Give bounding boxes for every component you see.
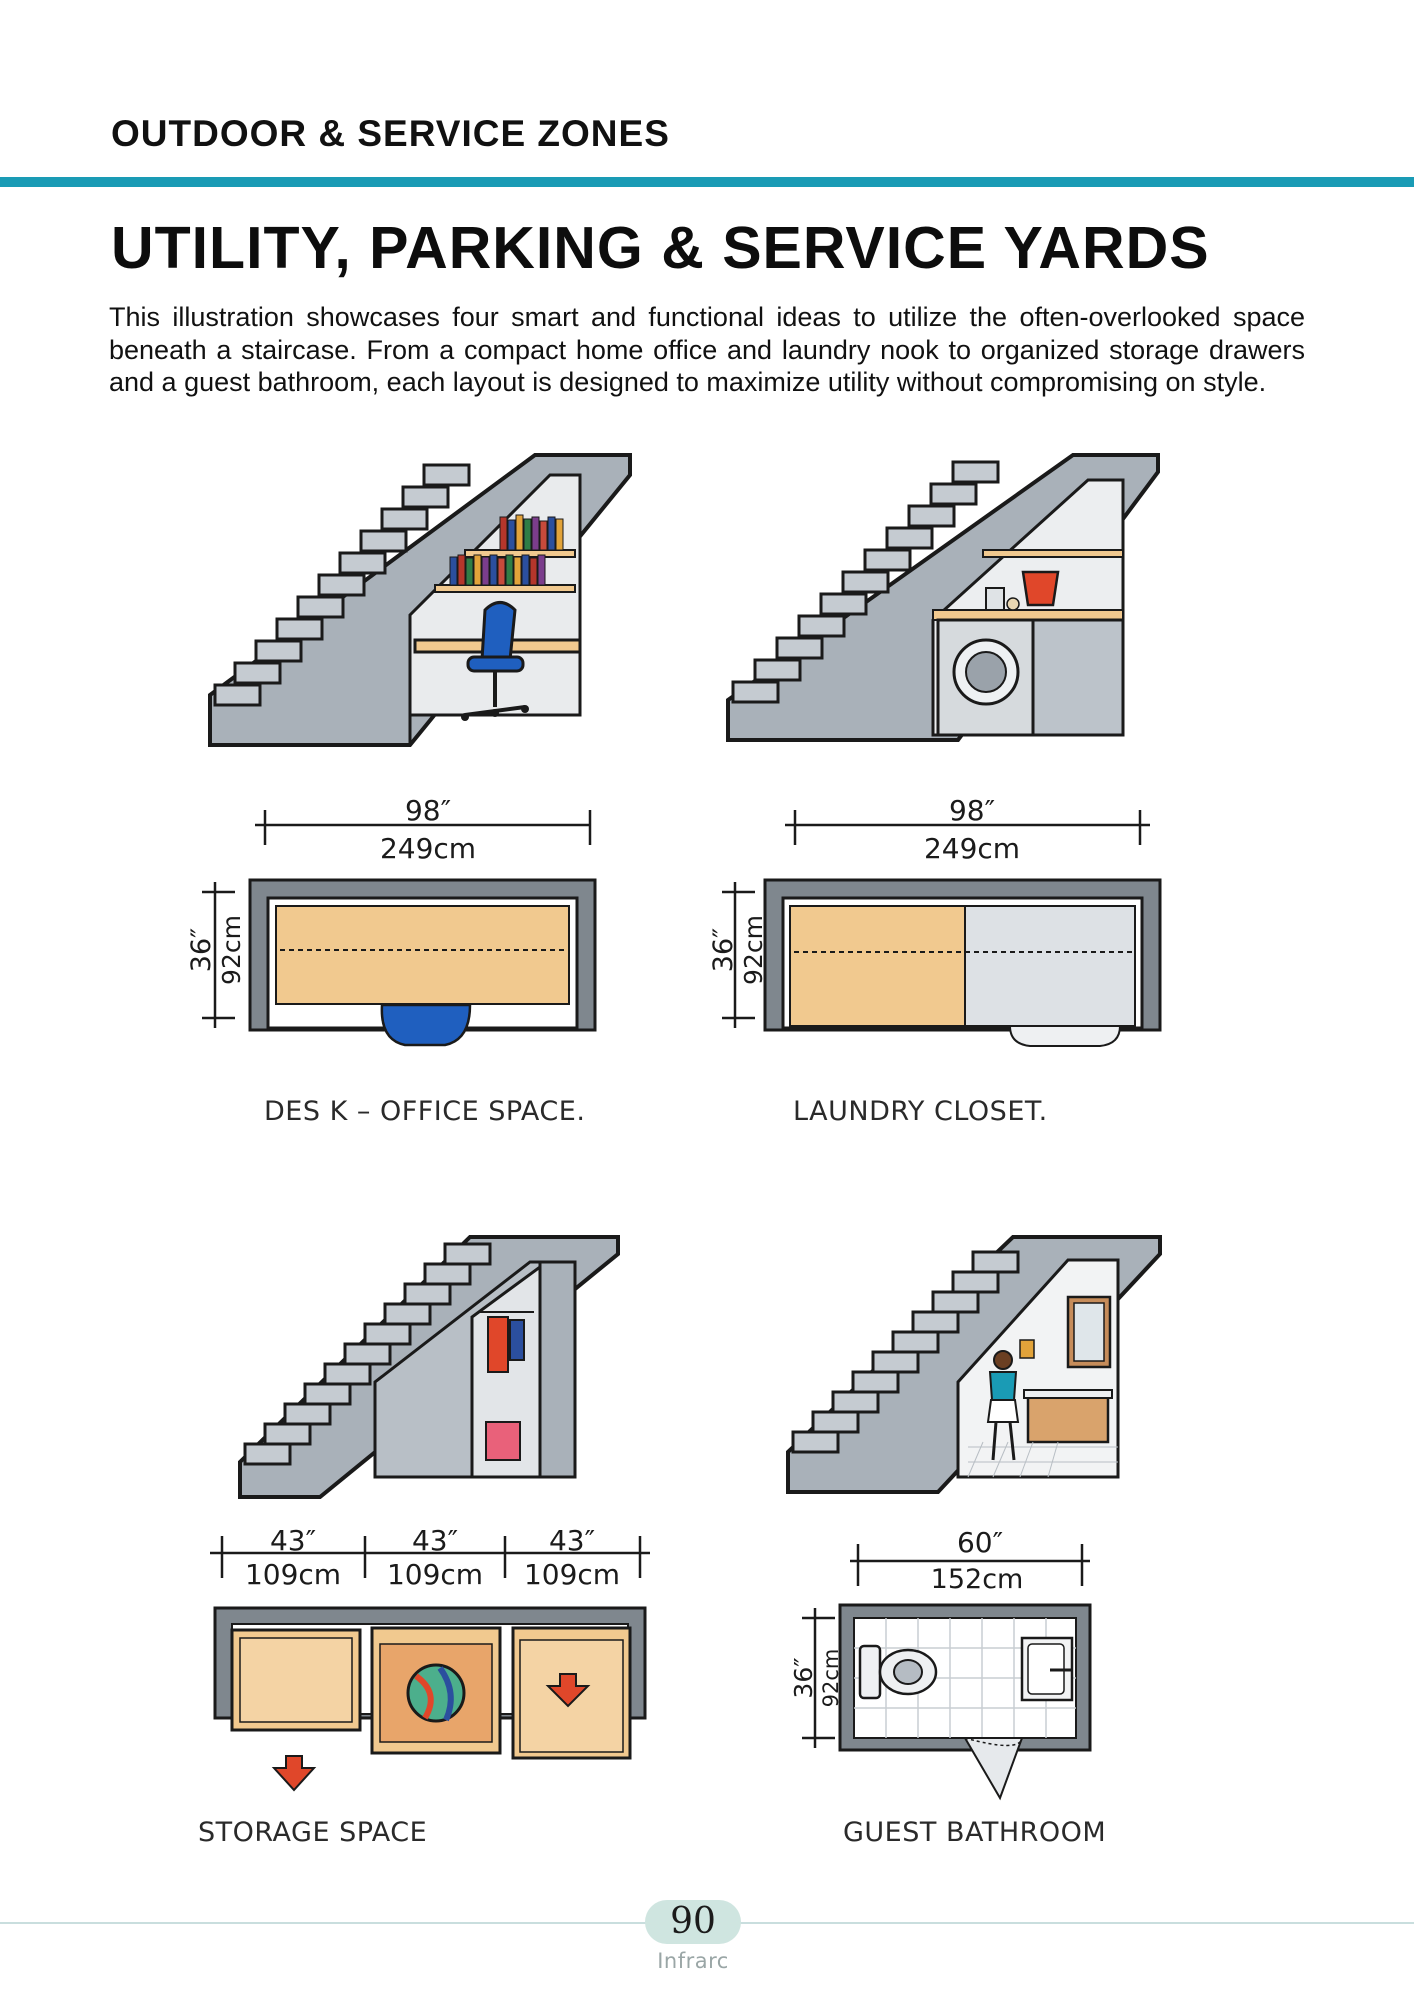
- bathroom-depth-inches: 36″: [789, 1657, 818, 1698]
- laundry-depth-inches: 36″: [708, 928, 739, 972]
- laundry-caption: LAUNDRY CLOSET.: [793, 1096, 1048, 1127]
- laundry-depth-cm: 92cm: [739, 915, 768, 985]
- office-caption: DES K – OFFICE SPACE.: [264, 1096, 586, 1127]
- storage-bay-1-inches: 43″: [270, 1524, 316, 1557]
- laundry-width-inches: 98″: [949, 794, 995, 827]
- storage-staircase-illustration: [238, 1232, 620, 1512]
- section-header: OUTDOOR & SERVICE ZONES: [111, 113, 670, 154]
- bathroom-depth-cm: 92cm: [819, 1649, 843, 1708]
- page-title: UTILITY, PARKING & SERVICE YARDS: [111, 215, 1210, 281]
- storage-bay-2-inches: 43″: [412, 1524, 458, 1557]
- accent-bar: [0, 177, 1414, 187]
- bathroom-width-cm: 152cm: [931, 1564, 1024, 1595]
- storage-plan-drawing: 43″ 109cm 43″ 109cm 43″ 109cm: [200, 1524, 660, 1798]
- laundry-plan-drawing: 98″ 249cm 36″ 92cm: [708, 794, 1180, 1050]
- office-width-inches: 98″: [405, 794, 451, 827]
- bathroom-caption: GUEST BATHROOM: [843, 1817, 1107, 1848]
- bathroom-plan-drawing: 60″ 152cm 36″ 92cm: [789, 1526, 1110, 1818]
- footer-brand: Infrarc: [657, 1949, 729, 1973]
- bathroom-width-inches: 60″: [957, 1526, 1003, 1559]
- storage-bay-2-cm: 109cm: [387, 1558, 483, 1591]
- office-staircase-illustration: [208, 445, 632, 765]
- office-depth-inches: 36″: [186, 928, 217, 972]
- storage-caption: STORAGE SPACE: [198, 1817, 428, 1848]
- bathroom-staircase-illustration: [786, 1232, 1163, 1502]
- laundry-width-cm: 249cm: [924, 832, 1020, 865]
- storage-bay-3-inches: 43″: [549, 1524, 595, 1557]
- storage-bay-3-cm: 109cm: [524, 1558, 620, 1591]
- intro-paragraph: This illustration showcases four smart a…: [109, 302, 1305, 397]
- page-number: 90: [645, 1900, 741, 1944]
- laundry-staircase-illustration: [726, 450, 1168, 760]
- office-width-cm: 249cm: [380, 832, 476, 865]
- office-depth-cm: 92cm: [217, 915, 246, 985]
- office-plan-drawing: 98″ 249cm 36″ 92cm: [180, 794, 640, 1050]
- storage-bay-1-cm: 109cm: [245, 1558, 341, 1591]
